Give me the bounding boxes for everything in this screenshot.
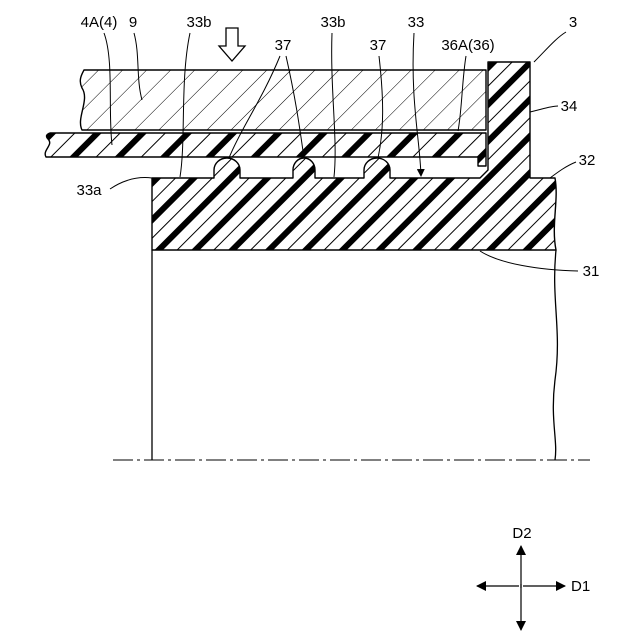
- leader-3: [534, 32, 566, 62]
- leader-33a: [110, 178, 152, 189]
- label-d1: D1: [571, 578, 590, 595]
- label-3: 3: [569, 14, 577, 31]
- label-9: 9: [129, 14, 137, 31]
- label-33: 33: [408, 14, 425, 31]
- label-33b-right: 33b: [320, 14, 345, 31]
- press-arrow-icon: [219, 28, 245, 61]
- label-33a: 33a: [76, 182, 102, 199]
- plate-9: [80, 70, 486, 130]
- leader-34: [530, 106, 558, 112]
- core-31-break-line: [553, 250, 557, 460]
- label-33b-left: 33b: [186, 14, 211, 31]
- label-37-left: 37: [275, 37, 292, 54]
- label-37-right: 37: [370, 37, 387, 54]
- leader-32: [550, 162, 576, 178]
- label-31: 31: [583, 263, 600, 280]
- direction-indicator: D2 D1: [477, 525, 590, 630]
- leader-31: [480, 251, 578, 271]
- label-36a: 36A(36): [441, 37, 494, 54]
- label-32: 32: [579, 152, 596, 169]
- label-34: 34: [561, 98, 578, 115]
- label-4a: 4A(4): [81, 14, 118, 31]
- label-d2: D2: [512, 525, 531, 542]
